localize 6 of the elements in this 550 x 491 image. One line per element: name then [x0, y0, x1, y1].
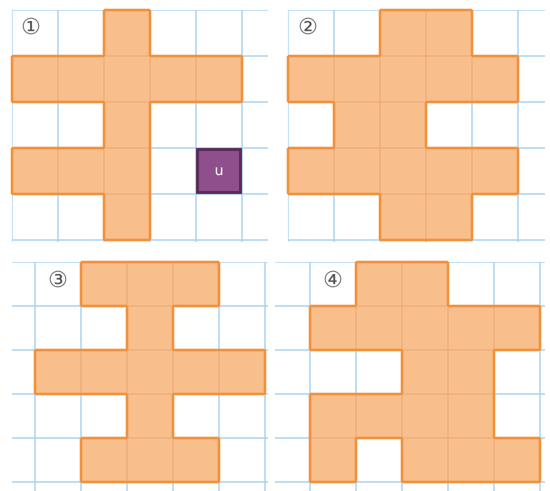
figure-number: ②	[297, 17, 319, 39]
tile-letter: u	[214, 163, 224, 179]
tile-box	[196, 148, 242, 194]
figure-number: ④	[322, 270, 344, 292]
figure-number: ③	[47, 270, 69, 292]
figure-number: ①	[20, 17, 42, 39]
